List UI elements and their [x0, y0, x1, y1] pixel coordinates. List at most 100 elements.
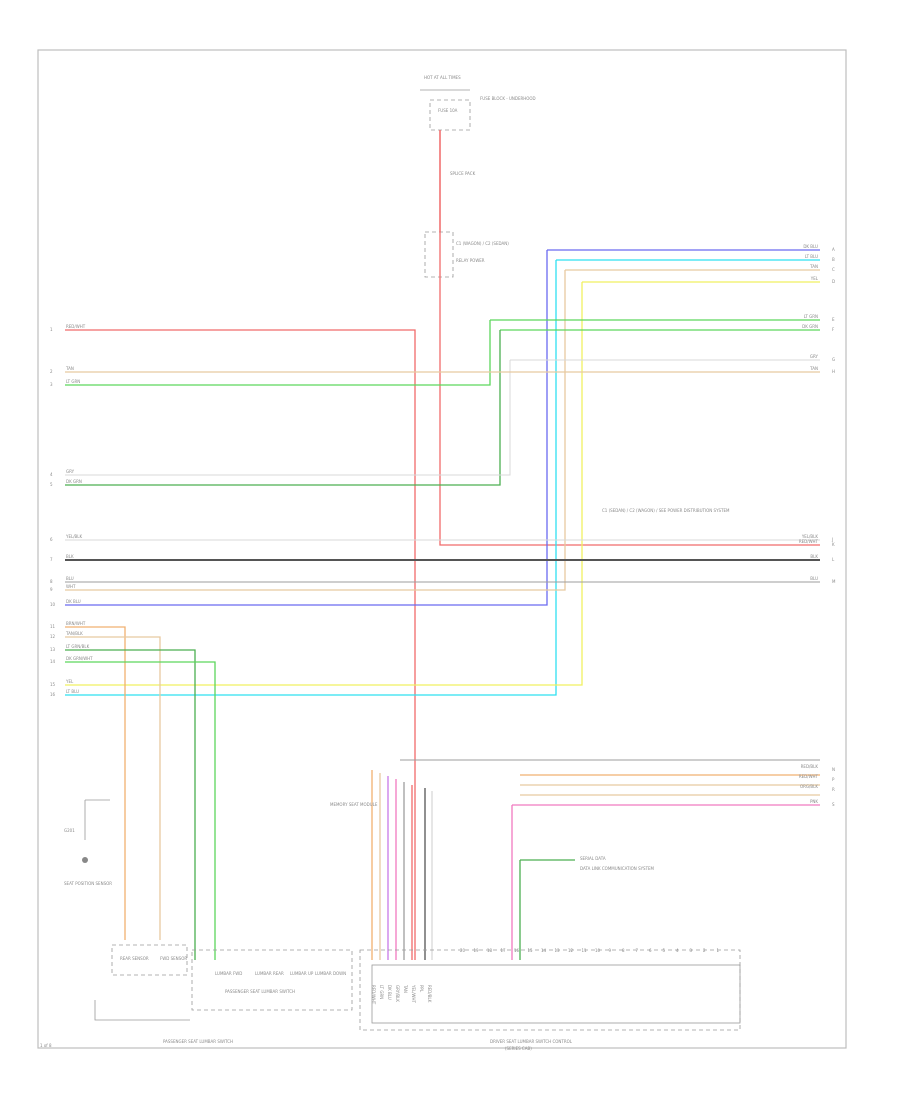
module-pin-3: 18	[487, 948, 493, 953]
left-wire-pin-1: 1	[50, 327, 53, 332]
left-wire-label-3: LT GRN	[66, 379, 80, 384]
left-wire-label-10: DK BLU	[66, 599, 81, 604]
module-pin-9: 12	[568, 948, 574, 953]
right-wire-label-6: DK GRN	[802, 324, 818, 329]
data-link-label: DATA LINK COMMUNICATION SYSTEM	[580, 866, 655, 871]
serial-data-callout: SERIAL DATA	[580, 856, 606, 861]
left-wire-pin-13: 13	[50, 647, 56, 652]
sensor-box	[111, 944, 188, 976]
left-wire-pin-9: 9	[50, 587, 53, 592]
module-connector-label-6: YEL/WHT	[411, 984, 416, 1004]
left-wire-pin-8: 8	[50, 579, 53, 584]
sw-item-4: LUMBAR DOWN	[315, 971, 346, 976]
module-pin-18: 3	[690, 948, 693, 953]
bottom-right-label: DRIVER SEAT LUMBAR SWITCH CONTROL	[490, 1039, 573, 1044]
left-wire-label-5: DK GRN	[66, 479, 82, 484]
left-wire-pin-11: 11	[50, 624, 56, 629]
right-wire-pin-1: A	[832, 247, 835, 252]
ground-node	[82, 857, 88, 863]
right-wire-label-4: YEL	[810, 276, 819, 281]
right-wire-pin-13: N	[832, 767, 835, 772]
left-wire-pin-10: 10	[50, 602, 56, 607]
wire-dk-blu	[65, 250, 548, 606]
page-ref-label: 1 of 8	[40, 1043, 52, 1048]
memory-seat-module-dash	[359, 949, 741, 1031]
left-wire-pin-3: 3	[50, 382, 53, 387]
left-wire-pin-16: 16	[50, 692, 56, 697]
left-wire-label-7: BLK	[66, 554, 74, 559]
module-pin-11: 10	[595, 948, 601, 953]
right-wire-label-14: RED/WHT	[799, 774, 819, 779]
left-wire-label-12: TAN/BLK	[65, 631, 83, 636]
right-wire-label-13: RED/BLK	[801, 764, 819, 769]
wire-tan	[65, 270, 566, 591]
left-wire-label-11: BRN/WHT	[66, 621, 86, 626]
right-wire-pin-14: P	[832, 777, 835, 782]
module-connector-label-8: RED/BLK	[427, 985, 432, 1003]
right-wire-pin-12: M	[832, 579, 836, 584]
right-wire-pin-11: L	[832, 557, 835, 562]
module-pin-8: 13	[555, 948, 561, 953]
connector-label: C1 (WAGON) / C2 (SEDAN)	[456, 241, 509, 246]
top-fuse-component: HOT AT ALL TIMES FUSE 10A FUSE BLOCK - U…	[420, 75, 536, 278]
right-wire-label-16: PNK	[810, 799, 818, 804]
right-wire-label-1: DK BLU	[803, 244, 818, 249]
left-wire-pin-5: 5	[50, 482, 53, 487]
sensor-label-fwd: FWD SENSOR	[160, 956, 187, 961]
module-pin-13: 8	[622, 948, 625, 953]
left-wire-label-2: TAN	[65, 366, 74, 371]
module-connector-label-3: DK BLU	[387, 985, 392, 1000]
lumbar-switch-label: PASSENGER SEAT LUMBAR SWITCH	[225, 989, 295, 994]
module-pin-19: 2	[703, 948, 706, 953]
right-wire-label-15: ORG/BLK	[800, 784, 818, 789]
left-wire-label-9: WHT	[66, 584, 76, 589]
left-wire-label-13: LT GRN/BLK	[66, 644, 90, 649]
left-wire-pin-7: 7	[50, 557, 53, 562]
right-wire-label-5: LT GRN	[804, 314, 818, 319]
relay-box	[424, 231, 454, 278]
sw-item-2: LUMBAR REAR	[255, 971, 284, 976]
left-wire-pin-14: 14	[50, 659, 56, 664]
left-wire-pin-4: 4	[50, 472, 53, 477]
module-pin-14: 7	[636, 948, 639, 953]
module-pin-7: 14	[541, 948, 547, 953]
sw-item-3: LUMBAR UP	[290, 971, 314, 976]
left-wire-label-8: BLU	[66, 576, 74, 581]
wire-lt-blu	[65, 260, 557, 696]
right-wire-pin-4: D	[832, 279, 835, 284]
mid-connector-label: C1 (SEDAN) / C2 (WAGON) / SEE POWER DIST…	[602, 508, 730, 513]
ground-wire	[84, 799, 110, 840]
module-pin-2: 19	[474, 948, 480, 953]
right-wire-pin-5: E	[832, 317, 835, 322]
left-wire-pin-12: 12	[50, 634, 56, 639]
module-pin-5: 16	[514, 948, 520, 953]
module-pin-10: 11	[582, 948, 588, 953]
lumbar-switch-box	[191, 949, 353, 1011]
module-pin-6: 15	[528, 948, 534, 953]
right-wire-label-2: LT BLU	[805, 254, 818, 259]
harness-label: MEMORY SEAT MODULE	[330, 802, 378, 807]
left-wire-label-16: LT BLU	[66, 689, 79, 694]
right-wire-pin-9: J	[831, 537, 833, 542]
right-wire-pin-8: H	[832, 369, 835, 374]
wire-gry	[65, 360, 511, 476]
left-wire-pin-15: 15	[50, 682, 56, 687]
left-wire-label-1: RED/WHT	[66, 324, 86, 329]
right-wire-label-7: GRY	[810, 354, 819, 359]
right-wire-pin-10: K	[832, 542, 835, 547]
wire-lt-grn-blk	[65, 649, 196, 960]
module-pin-15: 6	[649, 948, 652, 953]
right-wire-pin-7: G	[832, 357, 835, 362]
sensor-label-rear: REAR SENSOR	[120, 956, 149, 961]
right-wire-label-9: YEL/BLK	[801, 534, 819, 539]
left-wire-label-15: YEL	[65, 679, 74, 684]
module-label: SEAT POSITION SENSOR	[64, 881, 112, 886]
sw-item-1: LUMBAR FWD	[215, 971, 242, 976]
module-connector-label-1: RED/WHT	[371, 985, 376, 1005]
module-pin-20: 1	[717, 948, 720, 953]
right-wire-pin-3: C	[832, 267, 835, 272]
